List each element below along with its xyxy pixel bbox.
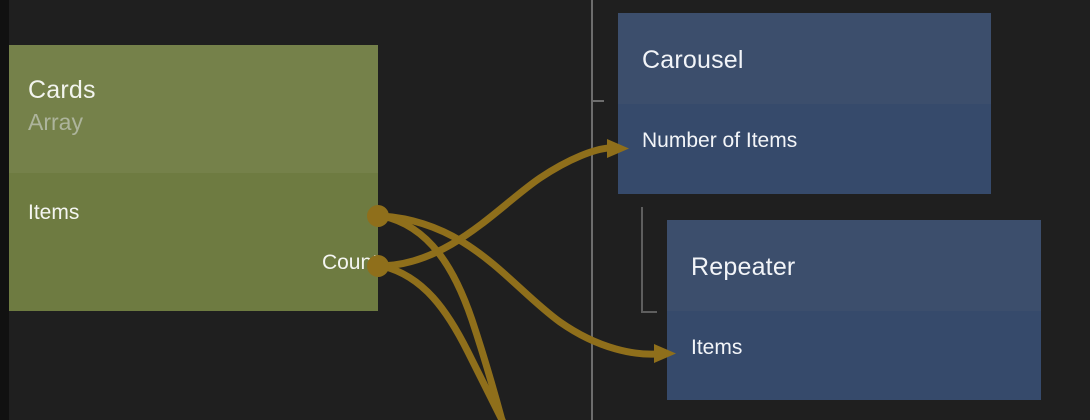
wire-count-to-number-of-items[interactable] xyxy=(378,144,613,270)
group-bracket xyxy=(641,207,657,313)
input-port-number-of-items[interactable]: Number of Items xyxy=(642,129,798,152)
node-repeater[interactable]: Repeater Items xyxy=(667,220,1041,400)
wire-count-to-offscreen[interactable] xyxy=(378,262,506,420)
input-port-items[interactable]: Items xyxy=(691,336,743,359)
vertical-guide-line xyxy=(591,0,593,420)
node-cards-header[interactable]: Cards Array xyxy=(9,45,378,173)
node-carousel[interactable]: Carousel Number of Items xyxy=(618,13,991,194)
output-port-count[interactable]: Count xyxy=(321,251,378,274)
node-carousel-header[interactable]: Carousel xyxy=(618,13,991,104)
node-cards-body: Items Count xyxy=(9,173,378,311)
wire-items-to-offscreen[interactable] xyxy=(378,212,506,420)
wire-items-to-repeater-items[interactable] xyxy=(378,212,660,358)
guide-tick-mark xyxy=(593,100,604,102)
node-carousel-body: Number of Items xyxy=(618,104,991,194)
node-repeater-title: Repeater xyxy=(691,253,796,281)
left-gutter-strip xyxy=(0,0,9,420)
node-carousel-title: Carousel xyxy=(642,46,744,74)
node-cards-title: Cards xyxy=(28,76,96,104)
node-cards-subtitle: Array xyxy=(28,109,83,135)
node-cards[interactable]: Cards Array Items Count xyxy=(9,45,378,311)
node-repeater-body: Items xyxy=(667,311,1041,400)
output-port-items[interactable]: Items xyxy=(28,201,80,224)
node-repeater-header[interactable]: Repeater xyxy=(667,220,1041,311)
